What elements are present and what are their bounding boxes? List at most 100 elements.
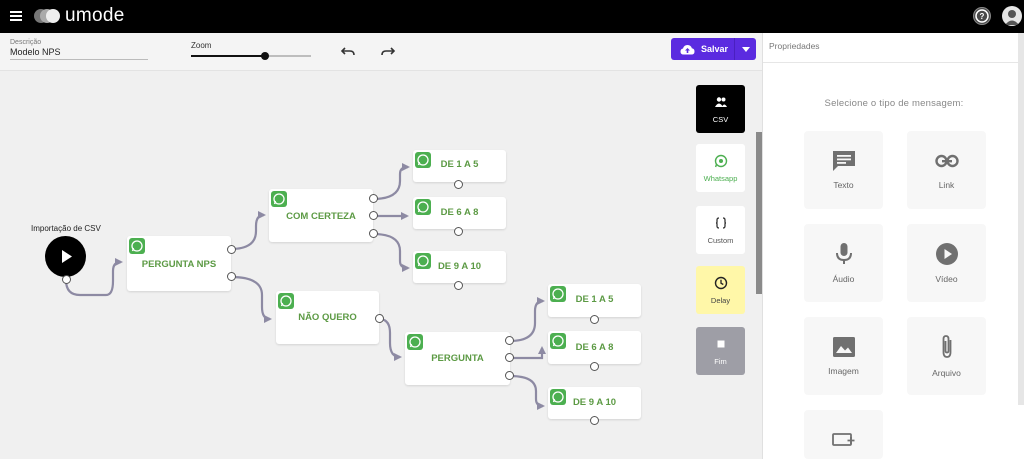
palette-label: Custom (707, 235, 734, 245)
palette-label: Whatsapp (703, 173, 738, 183)
output-port[interactable] (369, 211, 378, 220)
canvas-scrollbar[interactable] (756, 132, 762, 294)
input-port[interactable] (454, 180, 463, 189)
output-port[interactable] (505, 371, 514, 380)
stop-icon (717, 340, 724, 347)
node-label: NÃO QUERO (298, 312, 357, 323)
whatsapp-icon (415, 253, 431, 269)
edge-nao-quero-to-pergunta (378, 317, 402, 361)
message-type-label: Imagem (828, 366, 859, 376)
palette-label: CSV (712, 114, 729, 124)
whatsapp-icon (407, 334, 423, 350)
node-pergunta-nps[interactable]: PERGUNTA NPS (127, 236, 231, 291)
message-type-imagem[interactable]: Imagem (804, 317, 883, 395)
top-bar: umode ? (0, 0, 1024, 33)
cloud-upload-icon (680, 44, 695, 54)
palette-custom-button[interactable]: Custom (696, 206, 745, 254)
output-port[interactable] (505, 336, 514, 345)
redo-button[interactable] (380, 43, 396, 59)
properties-scrollbar[interactable] (1018, 33, 1024, 405)
caret-down-icon (741, 46, 750, 52)
node-pergunta[interactable]: PERGUNTA (405, 332, 510, 385)
whatsapp-icon (550, 286, 566, 302)
logo-mark-icon (34, 9, 60, 23)
message-type-label: Arquivo (932, 368, 961, 378)
zoom-slider-fill (191, 55, 266, 57)
user-avatar-icon[interactable] (1002, 6, 1022, 26)
whatsapp-icon (550, 333, 566, 349)
properties-title: Propriedades (769, 41, 820, 51)
node-label: COM CERTEZA (286, 211, 356, 222)
save-button[interactable]: Salvar (671, 38, 735, 60)
message-type-label: Link (938, 180, 955, 190)
undo-button[interactable] (340, 43, 356, 59)
properties-panel: Propriedades Selecione o tipo de mensage… (762, 33, 1024, 459)
paperclip-icon (942, 335, 951, 358)
node-de-6-a-8[interactable]: DE 6 A 8 (413, 197, 506, 229)
output-port[interactable] (505, 353, 514, 362)
palette-delay-button[interactable]: Delay (696, 266, 745, 314)
node-de-9-a-10[interactable]: DE 9 A 10 (548, 387, 641, 419)
node-label: DE 9 A 10 (572, 397, 617, 408)
output-port[interactable] (375, 314, 384, 323)
output-port[interactable] (227, 245, 236, 254)
input-port[interactable] (590, 362, 599, 371)
palette-label: Delay (710, 295, 731, 305)
properties-subtitle: Selecione o tipo de mensagem: (824, 98, 964, 109)
input-port[interactable] (454, 281, 463, 290)
node-de-6-a-8[interactable]: DE 6 A 8 (548, 331, 641, 364)
save-button-label: Salvar (701, 44, 729, 54)
hamburger-menu-icon[interactable] (10, 11, 22, 21)
node-label: DE 9 A 10 (437, 261, 482, 272)
edge-nps-to-com-certeza (230, 211, 266, 251)
input-port[interactable] (590, 315, 599, 324)
logo-text: umode (65, 5, 125, 26)
start-node[interactable] (45, 236, 86, 277)
message-type-arquivo[interactable]: Arquivo (907, 317, 986, 395)
button-add-icon (831, 433, 854, 446)
link-icon (934, 154, 959, 168)
play-icon (62, 250, 72, 263)
edge-nps-to-nao-quero (230, 275, 272, 323)
palette-csv-button[interactable]: CSV (696, 85, 745, 133)
palette-fim-button[interactable]: Fim (696, 327, 745, 375)
flow-canvas[interactable]: Importação de CSV PERGUNTA NPS COM CERTE… (0, 71, 762, 459)
start-output-port[interactable] (62, 275, 71, 284)
message-type-video[interactable]: Vídeo (907, 224, 986, 302)
node-nao-quero[interactable]: NÃO QUERO (276, 291, 379, 344)
help-icon[interactable]: ? (973, 7, 991, 25)
node-de-1-a-5[interactable]: DE 1 A 5 (413, 150, 506, 182)
node-label: DE 6 A 8 (575, 342, 614, 353)
output-port[interactable] (227, 272, 236, 281)
input-port[interactable] (454, 227, 463, 236)
umode-logo[interactable]: umode (33, 5, 125, 27)
clock-icon (714, 276, 727, 289)
node-label: DE 1 A 5 (575, 294, 614, 305)
edge-start-to-pergunta-nps (64, 258, 123, 297)
redo-icon (381, 47, 396, 56)
node-com-certeza[interactable]: COM CERTEZA (269, 189, 373, 242)
node-label: PERGUNTA NPS (141, 259, 217, 270)
group-icon (714, 96, 727, 107)
start-label: Importação de CSV (31, 224, 101, 233)
description-input[interactable]: Modelo NPS (10, 47, 148, 60)
message-type-link[interactable]: Link (907, 131, 986, 209)
output-port[interactable] (369, 194, 378, 203)
zoom-slider[interactable] (191, 52, 311, 60)
node-de-9-a-10[interactable]: DE 9 A 10 (413, 251, 506, 283)
input-port[interactable] (590, 416, 599, 425)
whatsapp-icon (415, 199, 431, 215)
zoom-slider-thumb[interactable] (261, 52, 270, 60)
output-port[interactable] (369, 229, 378, 238)
node-label: DE 1 A 5 (440, 159, 479, 170)
undo-icon (340, 47, 355, 56)
save-options-button[interactable] (735, 38, 756, 60)
save-split-button: Salvar (671, 38, 756, 60)
node-label: DE 6 A 8 (440, 207, 479, 218)
message-type-button[interactable] (804, 410, 883, 459)
description-label: Descrição (10, 39, 42, 46)
palette-whatsapp-button[interactable]: Whatsapp (696, 144, 745, 192)
message-type-texto[interactable]: Texto (804, 131, 883, 209)
message-type-audio[interactable]: Áudio (804, 224, 883, 302)
node-de-1-a-5[interactable]: DE 1 A 5 (548, 284, 641, 317)
